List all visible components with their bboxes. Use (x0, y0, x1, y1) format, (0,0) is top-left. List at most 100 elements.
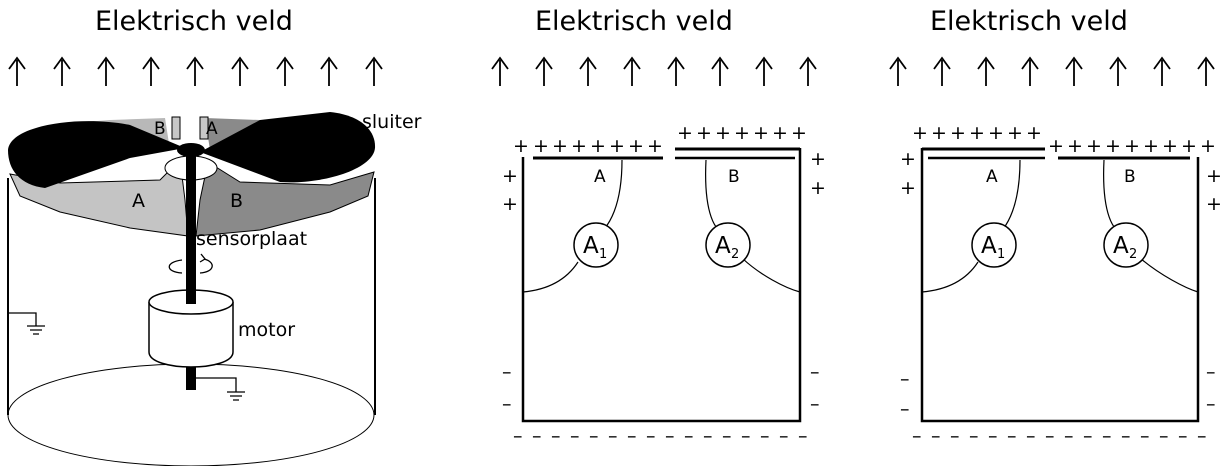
positive-charges-plate-b: + + + + + + + (677, 122, 807, 144)
svg-text:+: + (647, 135, 663, 157)
panel-3: Elektrisch veld (880, 0, 1225, 466)
svg-text:+: + (810, 148, 826, 170)
svg-text:+: + (1206, 165, 1222, 187)
svg-text:–: – (1159, 425, 1169, 447)
svg-text:–: – (969, 425, 979, 447)
svg-text:–: – (1197, 425, 1207, 447)
svg-text:+: + (1067, 135, 1083, 157)
ammeter-1-label: A (583, 233, 599, 259)
svg-text:+: + (912, 122, 928, 144)
ammeter-1 (971, 222, 1017, 268)
svg-text:+: + (1086, 135, 1102, 157)
positive-charges-plate-a: + + + + + + + + (513, 135, 663, 157)
shutter (8, 112, 376, 188)
panel-3-title: Elektrisch veld (930, 6, 1128, 37)
svg-text:+: + (969, 122, 985, 144)
plate-b-label: B (1124, 167, 1136, 187)
svg-text:–: – (1206, 393, 1216, 415)
positive-charges-plate-b: + + + + + + + + + (1048, 135, 1216, 157)
negative-charges: – – – – – – – – – – – – – – – – – – – – (900, 361, 1216, 447)
svg-text:–: – (900, 398, 910, 420)
ground-icon (8, 312, 45, 335)
motor (148, 289, 234, 368)
svg-text:+: + (513, 135, 529, 157)
svg-text:+: + (734, 122, 750, 144)
svg-text:–: – (950, 425, 960, 447)
svg-text:+: + (931, 122, 947, 144)
svg-text:+: + (1206, 193, 1222, 215)
ammeter-2-subscript: 2 (731, 247, 739, 262)
sensor-plate-label: sensorplaat (196, 228, 307, 250)
panel-1: Elektrisch veld (0, 0, 420, 466)
svg-text:–: – (684, 425, 694, 447)
svg-text:+: + (772, 122, 788, 144)
svg-text:+: + (502, 193, 518, 215)
svg-text:–: – (810, 393, 820, 415)
ground-icon (196, 377, 245, 401)
field-arrows-2 (491, 56, 817, 86)
svg-text:–: – (722, 425, 732, 447)
svg-text:+: + (1124, 135, 1140, 157)
svg-text:–: – (1045, 425, 1055, 447)
svg-text:+: + (696, 122, 712, 144)
svg-text:+: + (1048, 135, 1064, 157)
svg-text:–: – (810, 361, 820, 383)
svg-text:+: + (753, 122, 769, 144)
positive-charges-plate-a: + + + + + + + (912, 122, 1042, 144)
svg-text:–: – (1178, 425, 1188, 447)
rotation-arrow (168, 258, 213, 274)
svg-text:–: – (532, 425, 542, 447)
svg-text:–: – (1140, 425, 1150, 447)
ammeter-2 (705, 222, 751, 268)
svg-text:+: + (590, 135, 606, 157)
panel-2: Elektrisch veld (480, 0, 840, 466)
sector-a-top-label: A (206, 119, 218, 139)
svg-text:+: + (900, 148, 916, 170)
svg-text:–: – (646, 425, 656, 447)
svg-text:–: – (1102, 425, 1112, 447)
sector-b-top-label: B (154, 119, 166, 139)
ammeter-2-label: A (715, 233, 731, 259)
circuit-diagram-2: A 1 A 2 A B + + + + + + + + + + + + + + … (900, 122, 1222, 447)
positive-charges-sides: + + + + (900, 148, 1222, 215)
svg-text:+: + (810, 177, 826, 199)
panel-1-title: Elektrisch veld (95, 6, 293, 37)
plate-a-label: A (594, 167, 606, 187)
svg-text:+: + (502, 165, 518, 187)
field-mill-apparatus: sluiter sensorplaat motor B A A B (7, 111, 422, 466)
svg-text:+: + (533, 135, 549, 157)
svg-text:–: – (570, 425, 580, 447)
field-arrows-3 (889, 56, 1215, 86)
plate-b-label: B (728, 167, 740, 187)
plate-a-label: A (986, 167, 998, 187)
svg-text:+: + (1162, 135, 1178, 157)
svg-text:+: + (1200, 135, 1216, 157)
ammeter-2-label: A (1113, 233, 1129, 259)
motor-label: motor (238, 319, 295, 341)
ammeter-2 (1103, 222, 1149, 268)
svg-text:–: – (703, 425, 713, 447)
svg-text:–: – (627, 425, 637, 447)
svg-text:–: – (608, 425, 618, 447)
circuit-diagram-1: A 1 A 2 A B + + + + + + + + + + + + + + … (502, 122, 826, 447)
svg-text:–: – (1026, 425, 1036, 447)
svg-text:+: + (571, 135, 587, 157)
shutter-label: sluiter (362, 111, 422, 133)
svg-text:–: – (502, 393, 512, 415)
ammeter-1 (573, 222, 619, 268)
svg-text:+: + (988, 122, 1004, 144)
svg-text:+: + (791, 122, 807, 144)
svg-text:–: – (798, 425, 808, 447)
svg-text:–: – (1064, 425, 1074, 447)
svg-text:–: – (1007, 425, 1017, 447)
motor-shaft (186, 150, 196, 390)
svg-text:–: – (741, 425, 751, 447)
svg-text:+: + (1143, 135, 1159, 157)
svg-text:+: + (1026, 122, 1042, 144)
svg-text:–: – (589, 425, 599, 447)
field-arrows-1 (8, 56, 383, 86)
ammeter-1-subscript: 1 (599, 247, 607, 262)
svg-text:–: – (1206, 361, 1216, 383)
positive-charges-sides: + + + + (502, 148, 826, 215)
svg-text:+: + (552, 135, 568, 157)
